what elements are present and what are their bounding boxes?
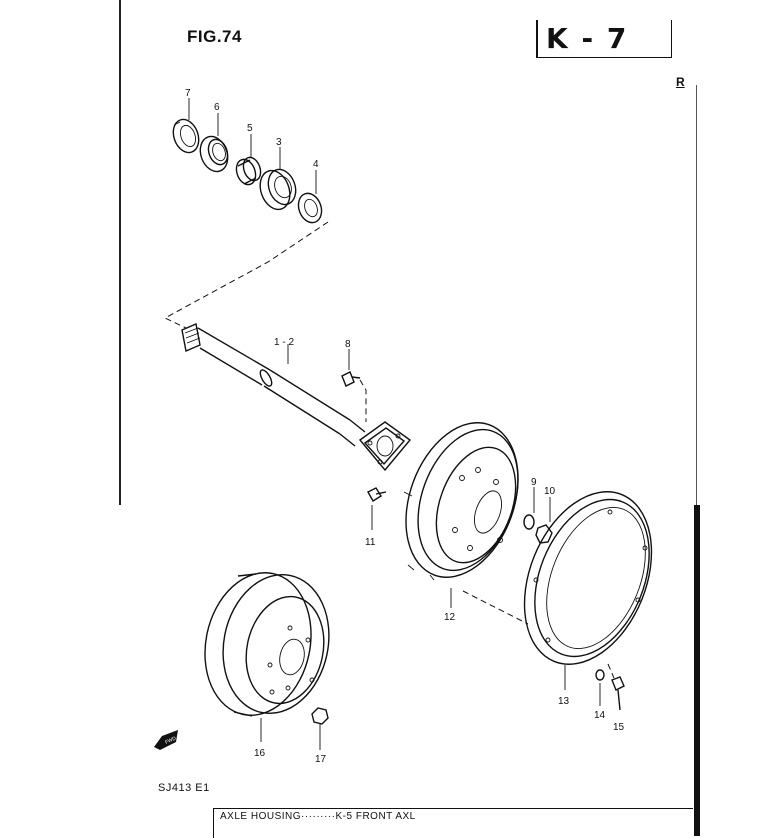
callout-8: 8 bbox=[345, 339, 351, 350]
part-5-ring bbox=[235, 156, 262, 186]
corner-mark: R bbox=[676, 75, 685, 89]
callout-6: 6 bbox=[214, 102, 220, 113]
callout-7: 7 bbox=[185, 88, 191, 99]
callout-9: 9 bbox=[531, 477, 537, 488]
callout-14: 14 bbox=[594, 710, 606, 721]
callout-10: 10 bbox=[544, 486, 556, 497]
callout-3: 3 bbox=[276, 137, 282, 148]
fwd-label: FWD bbox=[164, 735, 177, 745]
part-17-wheel-nut bbox=[311, 707, 329, 750]
part-7-seal bbox=[172, 118, 200, 154]
part-14-nut bbox=[595, 669, 605, 706]
callout-17: 17 bbox=[315, 754, 327, 765]
callout-5: 5 bbox=[247, 123, 253, 134]
fwd-arrow-icon: FWD bbox=[154, 730, 178, 750]
part-16-brake-drum bbox=[204, 572, 330, 742]
callout-16: 16 bbox=[254, 748, 266, 759]
part-12-brake-assembly bbox=[403, 422, 529, 625]
part-8-bolt bbox=[341, 349, 367, 422]
right-border-line bbox=[696, 85, 697, 505]
part-11-bolt bbox=[367, 487, 387, 530]
part-4-seal bbox=[297, 192, 323, 224]
callout-4: 4 bbox=[313, 159, 319, 170]
section-code: K - 7 bbox=[546, 22, 629, 55]
callout-15: 15 bbox=[613, 722, 625, 733]
part-6-bearing bbox=[199, 135, 229, 173]
callout-1-2: 1 - 2 bbox=[274, 337, 294, 348]
part-3-bearing bbox=[259, 168, 297, 211]
part-10-nut bbox=[535, 497, 553, 544]
left-border-line bbox=[119, 0, 121, 505]
footer-strip: AXLE HOUSING·········K-5 FRONT AXL bbox=[213, 808, 693, 838]
part-13-drum-ring bbox=[523, 491, 653, 690]
figure-title: FIG.74 bbox=[187, 27, 242, 46]
model-code: SJ413 E1 bbox=[158, 782, 210, 794]
callout-12: 12 bbox=[444, 612, 456, 623]
section-code-box bbox=[536, 20, 672, 58]
part-9-washer bbox=[523, 487, 535, 530]
callout-11: 11 bbox=[365, 537, 376, 548]
right-edge-bar bbox=[694, 505, 700, 836]
callout-13: 13 bbox=[558, 696, 570, 707]
part-15-bolt bbox=[607, 663, 625, 711]
part-1-2-axle-shaft bbox=[181, 323, 412, 472]
